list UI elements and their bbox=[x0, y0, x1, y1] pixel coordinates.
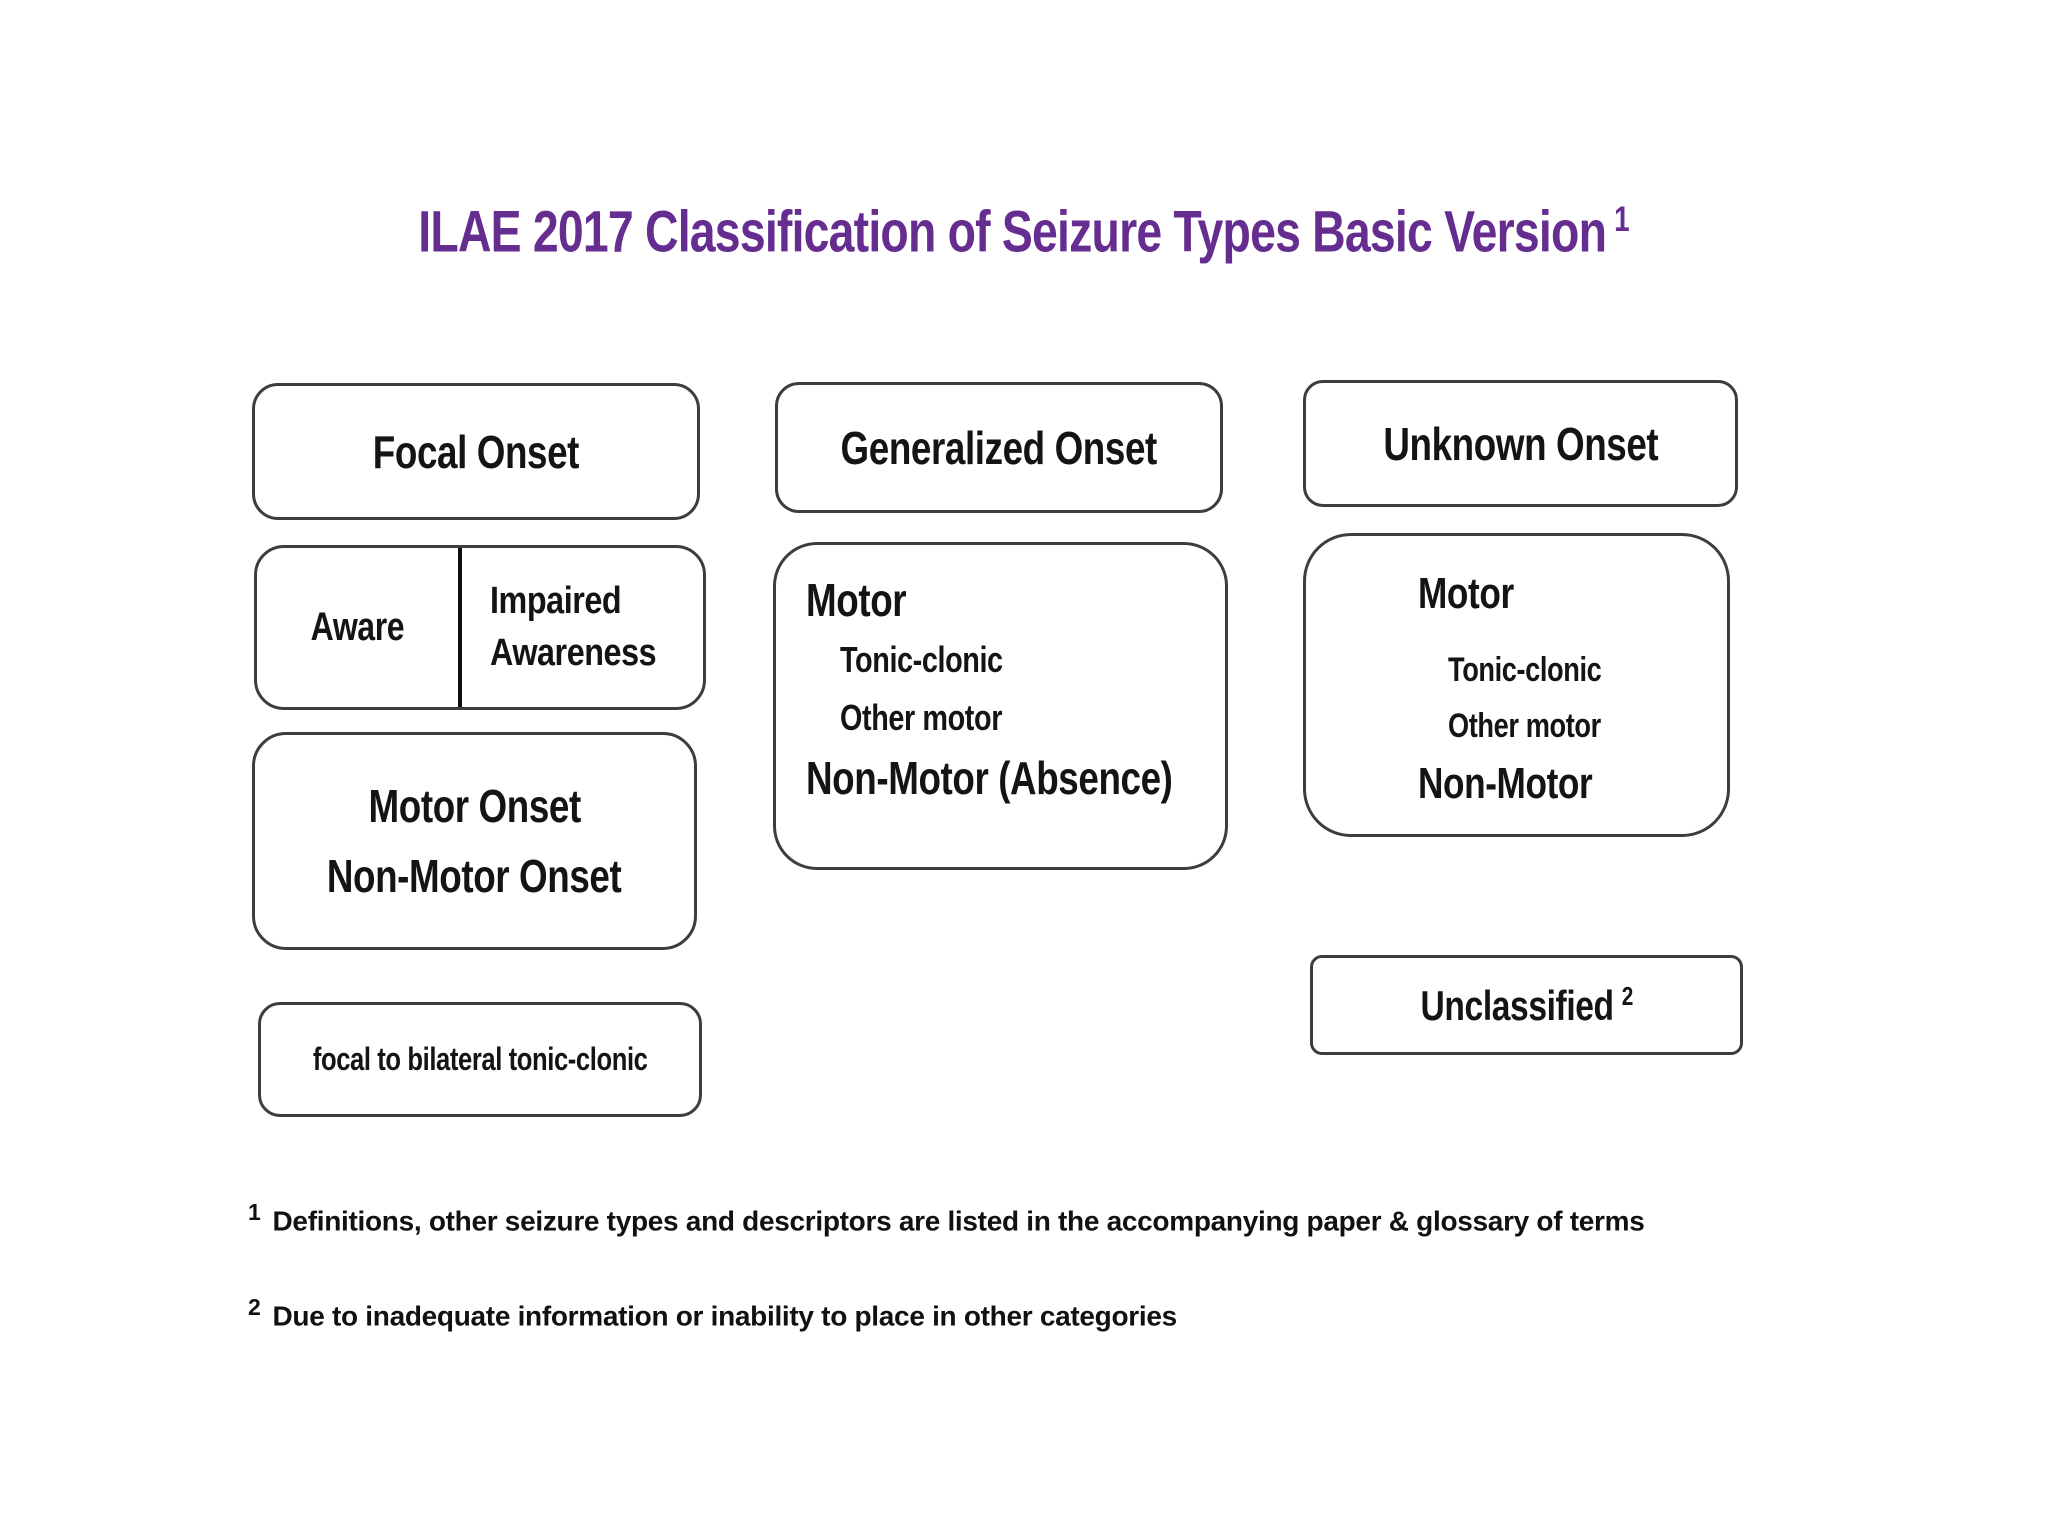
unknown-onset-label: Unknown Onset bbox=[1383, 417, 1658, 470]
unknown-onset-header-box: Unknown Onset bbox=[1303, 380, 1738, 507]
unknown-other-motor-item: Other motor bbox=[1418, 698, 1717, 754]
unknown-tonic-clonic-label: Tonic-clonic bbox=[1448, 651, 1602, 689]
focal-to-bilateral-box: focal to bilateral tonic-clonic bbox=[258, 1002, 702, 1117]
title-text: ILAE 2017 Classification of Seizure Type… bbox=[418, 199, 1608, 265]
unknown-tonic-clonic-item: Tonic-clonic bbox=[1418, 642, 1717, 698]
title-superscript: 1 bbox=[1614, 200, 1631, 239]
motor-onset-label: Motor Onset bbox=[368, 780, 581, 832]
page-title-inner: ILAE 2017 Classification of Seizure Type… bbox=[418, 182, 1631, 270]
unknown-non-motor-heading: Non-Motor bbox=[1418, 754, 1717, 814]
focal-onset-label: Focal Onset bbox=[372, 425, 580, 478]
generalized-non-motor-label: Non-Motor (Absence) bbox=[806, 752, 1173, 804]
generalized-motor-box: Motor Tonic-clonic Other motor Non-Motor… bbox=[773, 542, 1228, 870]
generalized-other-motor-item: Other motor bbox=[806, 689, 1215, 747]
unclassified-label: Unclassified bbox=[1420, 981, 1614, 1029]
generalized-onset-label: Generalized Onset bbox=[840, 421, 1158, 474]
generalized-onset-header-box: Generalized Onset bbox=[775, 382, 1223, 513]
unclassified-superscript: 2 bbox=[1621, 980, 1633, 1011]
unknown-motor-box: Motor Tonic-clonic Other motor Non-Motor bbox=[1303, 533, 1730, 837]
awareness-split-box: Aware Impaired Awareness bbox=[254, 545, 706, 710]
focal-motor-onset-box: Motor Onset Non-Motor Onset bbox=[252, 732, 697, 950]
footnote-1: 1 Definitions, other seizure types and de… bbox=[248, 1192, 1748, 1241]
non-motor-onset-label: Non-Motor Onset bbox=[327, 850, 622, 902]
aware-cell: Aware bbox=[257, 548, 462, 707]
impaired-awareness-label: Impaired Awareness bbox=[490, 580, 657, 674]
footnote-2-marker: 2 bbox=[248, 1294, 261, 1320]
generalized-other-motor-label: Other motor bbox=[840, 697, 1003, 738]
generalized-tonic-clonic-label: Tonic-clonic bbox=[840, 639, 1003, 680]
unknown-motor-label: Motor bbox=[1418, 569, 1514, 618]
aware-label: Aware bbox=[310, 605, 405, 649]
impaired-awareness-cell: Impaired Awareness bbox=[462, 548, 703, 707]
footnote-2: 2 Due to inadequate information or inabil… bbox=[248, 1287, 1748, 1336]
footnote-1-marker: 1 bbox=[248, 1199, 261, 1225]
page-title: ILAE 2017 Classification of Seizure Type… bbox=[0, 182, 2048, 270]
focal-onset-header-box: Focal Onset bbox=[252, 383, 700, 520]
generalized-tonic-clonic-item: Tonic-clonic bbox=[806, 631, 1215, 689]
generalized-motor-heading: Motor bbox=[806, 569, 1215, 631]
footnote-2-text: Due to inadequate information or inabili… bbox=[272, 1300, 1178, 1332]
generalized-non-motor-heading: Non-Motor (Absence) bbox=[806, 747, 1215, 809]
unknown-non-motor-label: Non-Motor bbox=[1418, 759, 1593, 808]
generalized-motor-label: Motor bbox=[806, 574, 907, 626]
footnote-1-text: Definitions, other seizure types and des… bbox=[272, 1205, 1645, 1237]
unknown-motor-heading: Motor bbox=[1418, 564, 1717, 624]
unknown-other-motor-label: Other motor bbox=[1448, 707, 1601, 745]
focal-to-bilateral-label: focal to bilateral tonic-clonic bbox=[312, 1041, 648, 1077]
